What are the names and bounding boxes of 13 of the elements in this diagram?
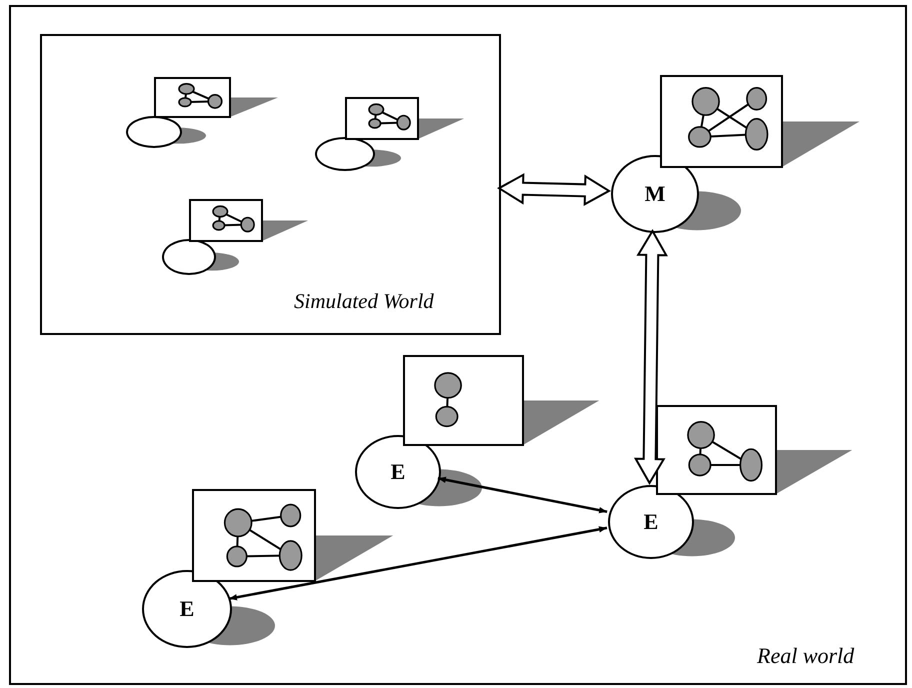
agent-label: E: [180, 598, 194, 620]
double-block-arrow: [634, 229, 668, 485]
region-label: Simulated World: [294, 289, 434, 314]
region-label: Real world: [757, 643, 854, 669]
arrow: [438, 476, 608, 514]
agent-label: E: [390, 461, 406, 483]
agent-label: M: [644, 183, 666, 205]
arrow: [228, 526, 608, 600]
double-block-arrow: [497, 173, 611, 206]
agent-ellipse: [126, 116, 182, 148]
agent-ellipse: [162, 239, 216, 275]
agent-ellipse: [315, 137, 375, 171]
agent-label: E: [644, 511, 658, 533]
